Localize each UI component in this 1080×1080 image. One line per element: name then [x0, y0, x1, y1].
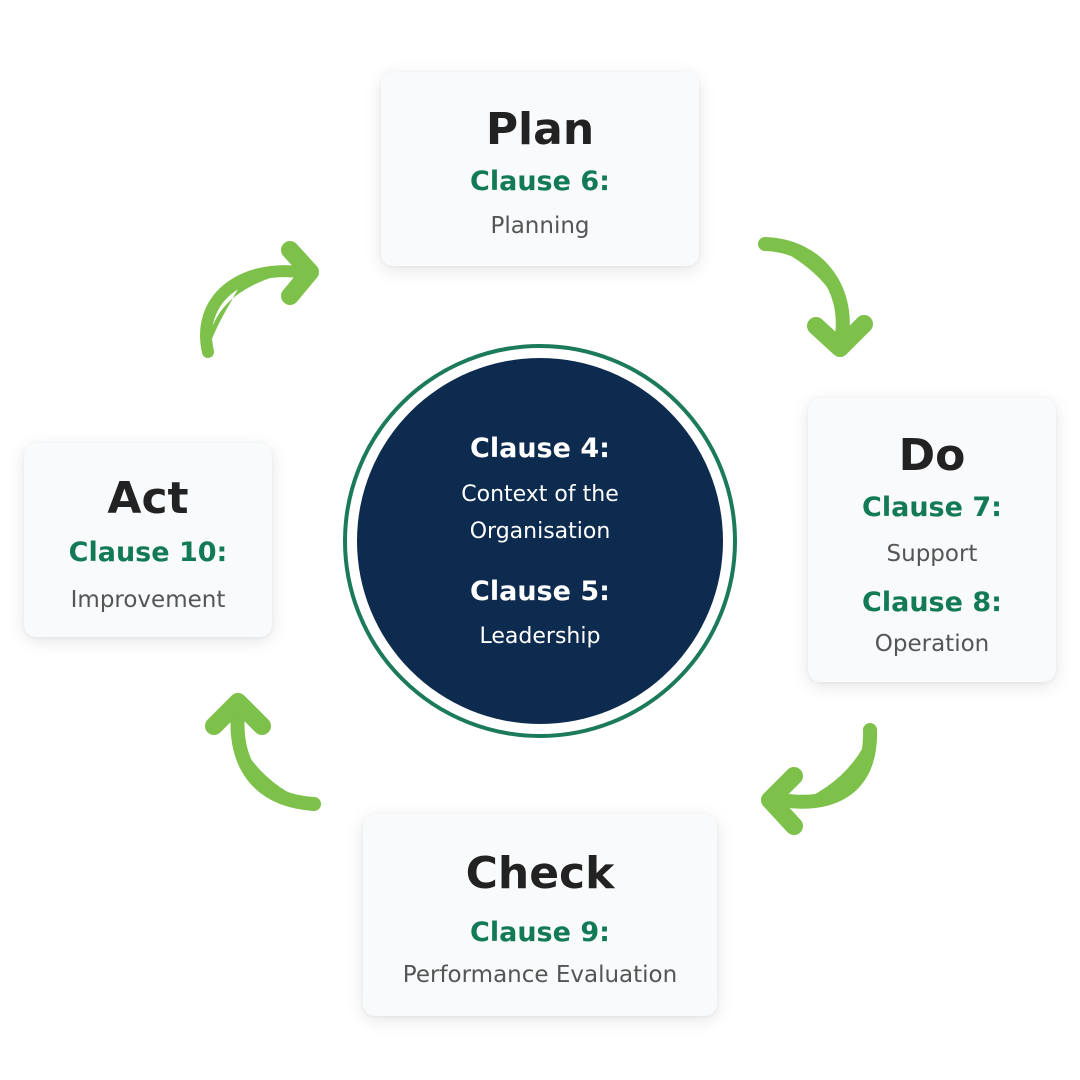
- plan-clause: Clause 6:: [470, 166, 610, 197]
- check-title: Check: [465, 848, 615, 899]
- do-card: Do Clause 7: Support Clause 8: Operation: [808, 398, 1056, 682]
- do-desc-support: Support: [886, 541, 978, 567]
- curved-arrow-icon: [205, 693, 321, 811]
- clause-4-desc-line2: Organisation: [469, 519, 611, 544]
- curved-arrow-icon: [761, 723, 878, 835]
- do-desc-operation: Operation: [874, 631, 990, 657]
- do-clause-7: Clause 7:: [862, 492, 1002, 523]
- check-desc: Performance Evaluation: [402, 962, 678, 988]
- plan-title: Plan: [485, 104, 595, 155]
- check-clause: Clause 9:: [470, 917, 610, 948]
- do-title: Do: [898, 430, 966, 481]
- clause-5-desc: Leadership: [479, 624, 601, 649]
- act-card: Act Clause 10: Improvement: [24, 443, 272, 637]
- center-circle: [357, 358, 723, 724]
- plan-card: Plan Clause 6: Planning: [381, 72, 699, 266]
- clause-4-label: Clause 4:: [470, 433, 610, 464]
- check-card: Check Clause 9: Performance Evaluation: [363, 814, 717, 1016]
- act-title: Act: [107, 473, 189, 524]
- clause-5-label: Clause 5:: [470, 576, 610, 607]
- clause-4-desc-line1: Context of the: [461, 482, 619, 507]
- curved-arrow-icon: [200, 241, 319, 358]
- act-desc: Improvement: [70, 587, 226, 613]
- act-clause: Clause 10:: [68, 537, 228, 568]
- curved-arrow-icon: [758, 237, 873, 357]
- do-clause-8: Clause 8:: [862, 587, 1002, 618]
- plan-desc: Planning: [490, 213, 590, 239]
